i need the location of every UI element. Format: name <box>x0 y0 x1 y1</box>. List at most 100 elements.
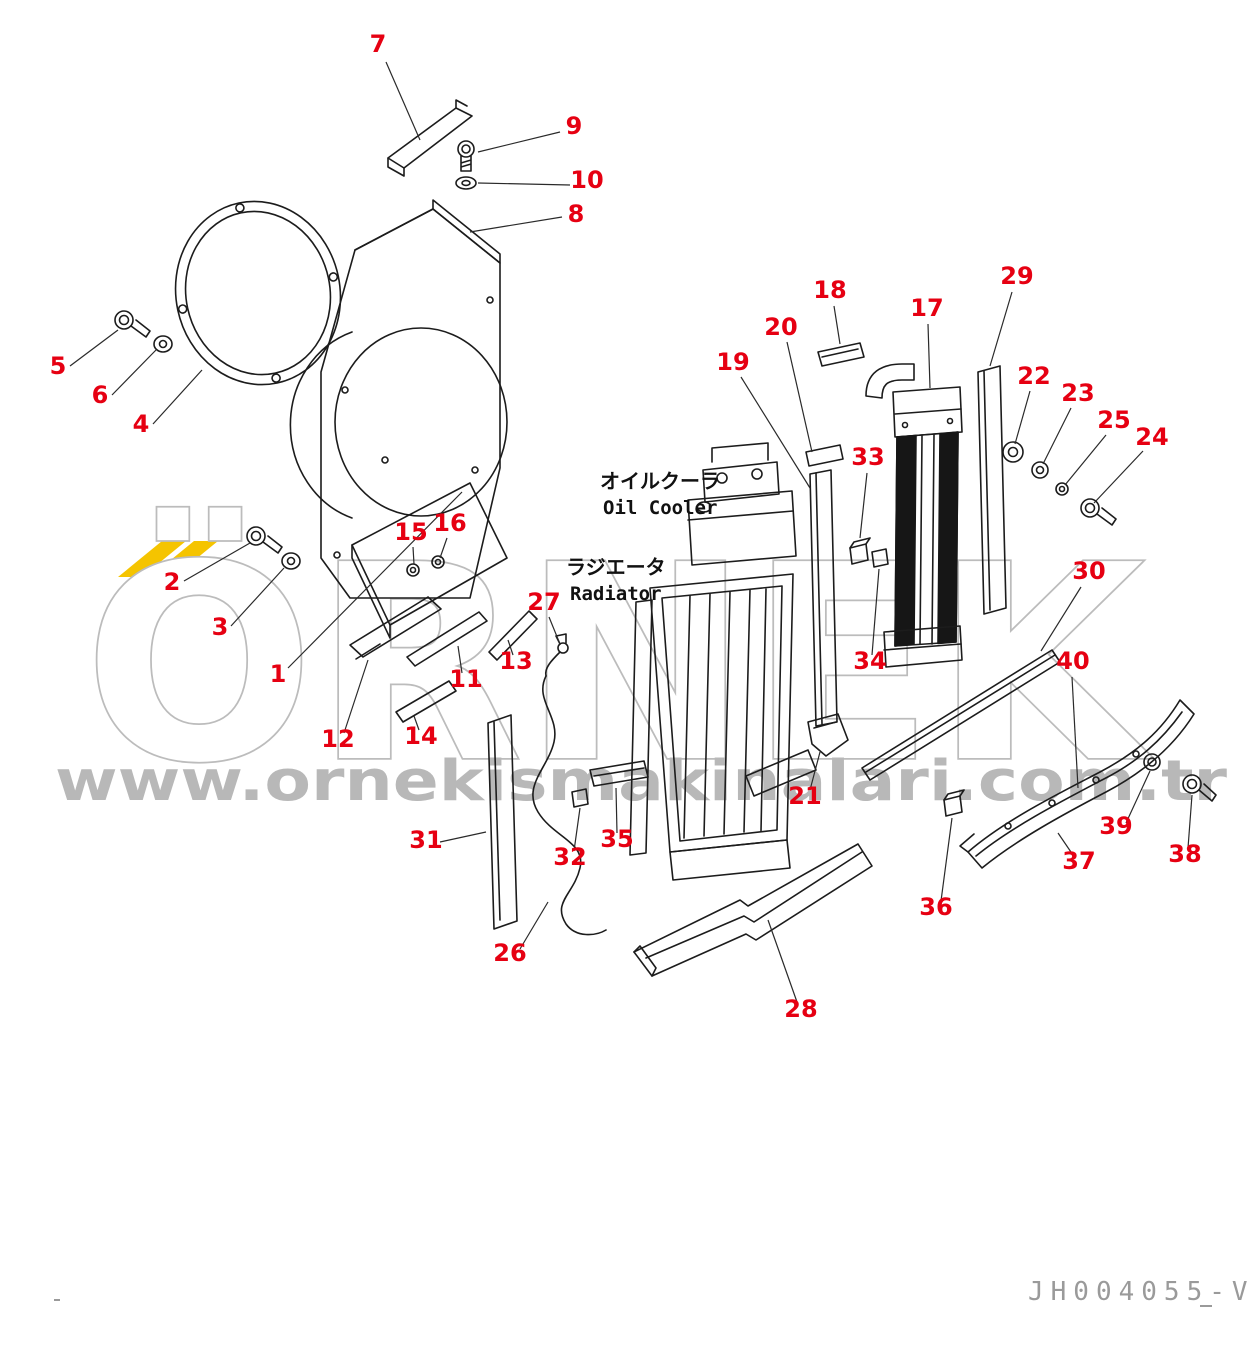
oil-cooler-label-jp: オイルクーラ <box>600 469 720 493</box>
leader-line-29 <box>989 291 1013 367</box>
callout-37: 37 <box>1062 847 1095 875</box>
oil-cooler-label-en: Oil Cooler <box>603 497 717 519</box>
leader-line-18 <box>833 305 841 345</box>
fan-guard-ring-part4 <box>174 200 342 386</box>
leader-line-6 <box>111 349 157 396</box>
watermark-brand: ÖRNEK <box>84 505 1154 822</box>
washer-part22 <box>1002 441 1024 463</box>
callout-33: 33 <box>851 443 884 471</box>
callout-8: 8 <box>568 200 585 228</box>
leader-line-23 <box>1042 407 1072 465</box>
seal-strip-part18 <box>817 342 865 367</box>
leader-line-21 <box>809 751 821 791</box>
callout-20: 20 <box>764 313 797 341</box>
callout-9: 9 <box>566 112 583 140</box>
callout-7: 7 <box>370 30 387 58</box>
bracket-part20 <box>805 444 844 467</box>
radiator-assembly <box>629 442 817 881</box>
leader-line-35 <box>615 787 618 834</box>
leader-line-11 <box>457 645 463 674</box>
washer-part3 <box>281 552 301 570</box>
leader-line-8 <box>469 216 563 233</box>
callout-27: 27 <box>527 588 560 616</box>
bolt-part38 <box>1182 774 1217 802</box>
callout-40: 40 <box>1056 647 1089 675</box>
channel-part28 <box>633 843 873 977</box>
callout-22: 22 <box>1017 362 1050 390</box>
block-part36 <box>943 789 965 817</box>
seal-strip-part31 <box>487 714 518 930</box>
leader-line-4 <box>152 369 203 425</box>
leader-line-19 <box>740 376 811 489</box>
leader-line-34 <box>871 568 880 656</box>
leader-line-37 <box>1057 832 1074 856</box>
callout-12: 12 <box>321 725 354 753</box>
component-labels: オイルクーラ Oil Cooler ラジエータ Radiator <box>566 469 720 605</box>
nut-part39 <box>1143 753 1161 771</box>
callout-36: 36 <box>919 893 952 921</box>
leader-line-36 <box>940 817 953 902</box>
callout-39: 39 <box>1099 812 1132 840</box>
callout-24: 24 <box>1135 423 1168 451</box>
leader-line-5 <box>69 329 119 367</box>
bolt-part5 <box>114 310 151 338</box>
leader-line-40 <box>1071 676 1079 789</box>
leader-line-15 <box>412 546 415 565</box>
callout-19: 19 <box>716 348 749 376</box>
line-art <box>114 99 1217 977</box>
callout-4: 4 <box>133 410 150 438</box>
callout-3: 3 <box>212 613 229 641</box>
leader-line-7 <box>385 61 421 141</box>
watermark-url: www.ornekismakinalari.com.tr <box>55 749 1227 814</box>
bolt-part9 <box>457 140 475 172</box>
leader-line-39 <box>1125 770 1151 824</box>
leader-line-31 <box>439 831 487 843</box>
watermark: ÖRNEK www.ornekismakinalari.com.tr <box>55 503 1227 824</box>
callout-32: 32 <box>553 843 586 871</box>
bolt-part2 <box>246 526 283 554</box>
seal-strip-part29 <box>977 365 1007 615</box>
seal-strip-part11 <box>406 611 488 667</box>
washer-part23 <box>1031 461 1049 479</box>
seal-strip-part19 <box>809 469 838 727</box>
watermark-accent-stripe-1 <box>118 541 186 577</box>
block-part34 <box>871 548 889 568</box>
callout-10: 10 <box>570 166 603 194</box>
callout-30: 30 <box>1072 557 1105 585</box>
seal-strip-part30 <box>861 649 1061 781</box>
seal-strip-part12 <box>349 596 442 660</box>
leader-line-1 <box>287 491 463 669</box>
callout-11: 11 <box>449 665 482 693</box>
callout-35: 35 <box>600 825 633 853</box>
leader-line-3 <box>230 567 285 627</box>
washer-part10 <box>455 176 477 190</box>
callout-29: 29 <box>1000 262 1033 290</box>
callout-6: 6 <box>92 381 109 409</box>
leader-line-12 <box>343 659 369 734</box>
leader-line-22 <box>1014 390 1031 445</box>
washer-part16 <box>431 555 445 569</box>
radiator-label-jp: ラジエータ <box>566 555 666 579</box>
callout-14: 14 <box>404 722 437 750</box>
leader-line-38 <box>1187 794 1193 849</box>
callout-17: 17 <box>910 294 943 322</box>
leader-line-10 <box>477 182 571 186</box>
callout-28: 28 <box>784 995 817 1023</box>
angle-part21 <box>807 713 849 757</box>
callout-16: 16 <box>433 509 466 537</box>
leader-line-28 <box>767 919 798 1003</box>
callout-13: 13 <box>499 647 532 675</box>
callout-23: 23 <box>1061 379 1094 407</box>
callout-18: 18 <box>813 276 846 304</box>
leader-line-13 <box>507 639 514 656</box>
leader-line-16 <box>439 537 448 559</box>
callout-15: 15 <box>394 518 427 546</box>
leader-line-27 <box>548 616 561 645</box>
seal-strip-part35 <box>589 760 649 787</box>
leader-line-25 <box>1064 434 1107 486</box>
callout-31: 31 <box>409 826 442 854</box>
leader-line-17 <box>927 323 931 389</box>
block-part33 <box>849 537 871 565</box>
leader-line-20 <box>786 341 813 453</box>
